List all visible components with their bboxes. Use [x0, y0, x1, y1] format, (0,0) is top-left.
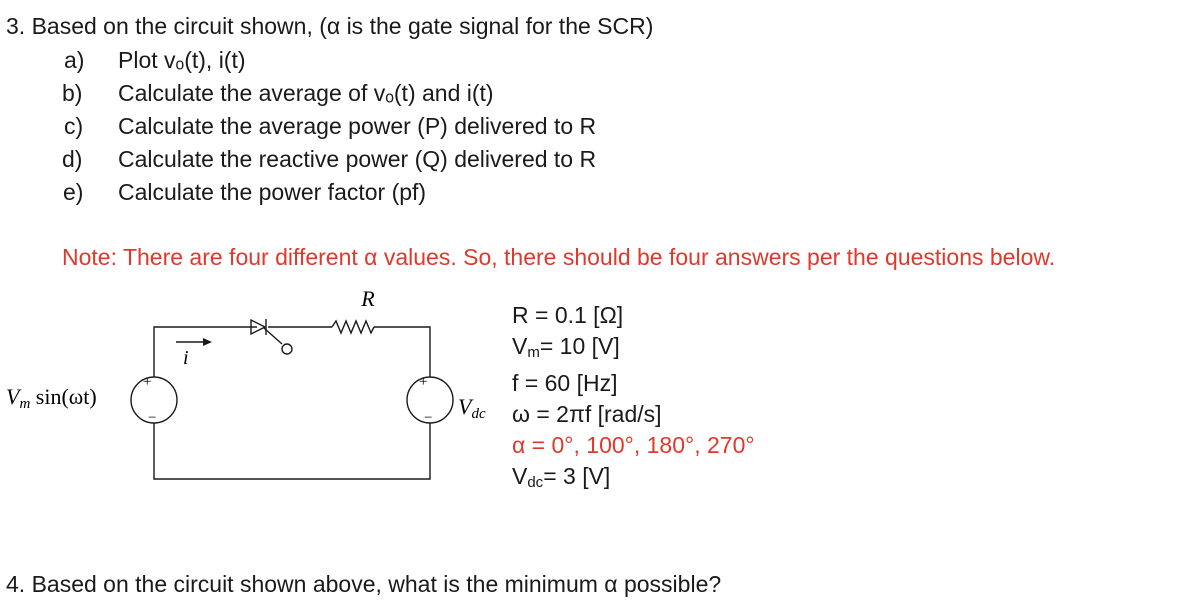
dc-source-symbol — [406, 376, 454, 424]
scr-symbol — [250, 318, 293, 355]
item-letter: e) — [63, 179, 84, 205]
question4-text: 4. Based on the circuit shown above, wha… — [6, 571, 722, 597]
source-label: Vm sin(ωt) — [6, 384, 97, 412]
parameters-list: R = 0.1 [Ω] Vm= 10 [V] f = 60 [Hz] ω = 2… — [512, 300, 755, 498]
dc-plus: + — [419, 374, 427, 390]
item-text: Plot vₒ(t), i(t) — [118, 47, 246, 73]
item-letter: d) — [62, 146, 83, 172]
item-text: Calculate the power factor (pf) — [118, 179, 427, 205]
dc-v: V — [458, 394, 474, 419]
resistor-label: R — [360, 286, 375, 311]
param-vm: Vm= 10 [V] — [512, 333, 620, 361]
ac-minus: − — [148, 410, 156, 426]
circuit-diagram: R i + − Vm sin(ωt) + − Vdc — [6, 286, 486, 480]
param-vdc: Vdc= 3 [V] — [512, 463, 611, 491]
resistor-symbol — [331, 319, 375, 335]
dc-sub: dc — [471, 406, 486, 422]
circuit-wires — [153, 326, 431, 480]
current-label: i — [183, 347, 189, 369]
param-alpha: α = 0°, 100°, 180°, 270° — [512, 432, 755, 458]
current-arrow-icon — [176, 338, 212, 346]
item-text: Calculate the average of vₒ(t) and i(t) — [118, 80, 494, 106]
ac-plus: + — [143, 374, 151, 390]
source-func: sin(ωt) — [30, 384, 96, 409]
item-text: Calculate the reactive power (Q) deliver… — [118, 146, 597, 172]
param-omega: ω = 2πf [rad/s] — [512, 401, 662, 427]
dc-label: Vdc — [458, 394, 486, 422]
param-r: R = 0.1 [Ω] — [512, 302, 624, 328]
note-text: Note: There are four different α values.… — [62, 244, 1056, 270]
item-letter: a) — [64, 47, 85, 73]
dc-minus: − — [424, 410, 432, 426]
ac-source-symbol — [130, 376, 178, 424]
item-letter: b) — [62, 80, 83, 106]
source-sub: m — [19, 396, 30, 412]
question3-title: 3. Based on the circuit shown, (α is the… — [6, 13, 654, 39]
item-text: Calculate the average power (P) delivere… — [118, 113, 597, 139]
source-v: V — [6, 384, 22, 409]
item-letter: c) — [64, 113, 84, 139]
param-f: f = 60 [Hz] — [512, 370, 618, 396]
